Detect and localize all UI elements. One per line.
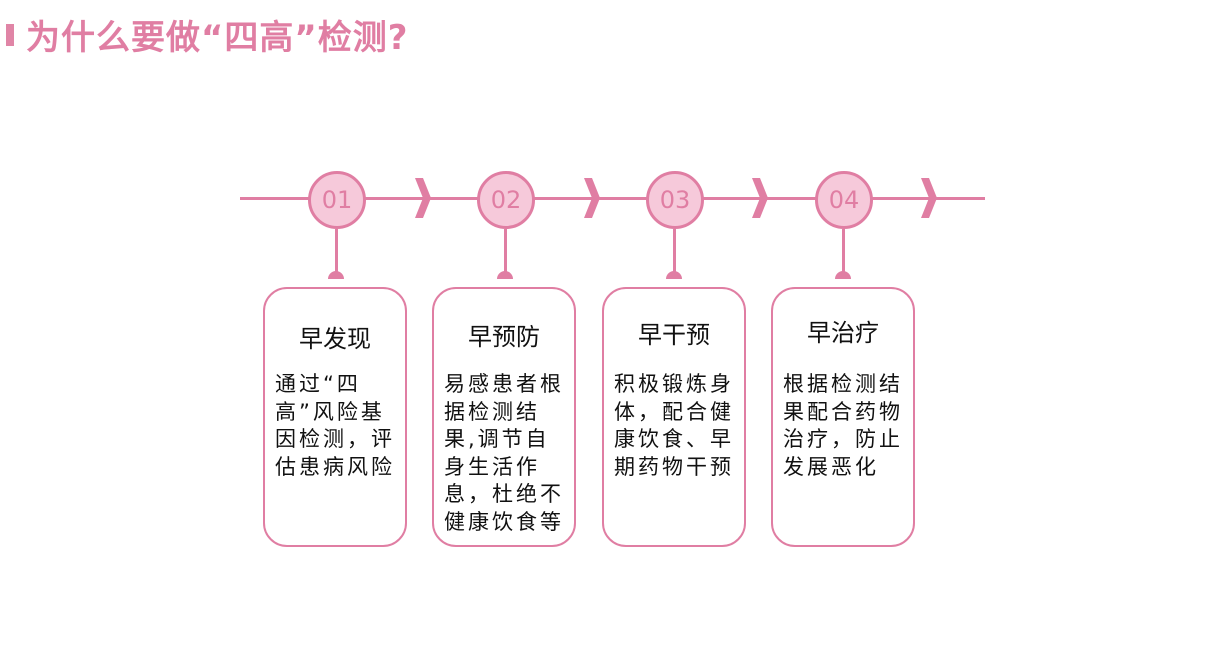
title-accent-bar [6, 24, 14, 46]
step-number-circle: 04 [815, 171, 873, 229]
step-number-circle: 03 [646, 171, 704, 229]
connector-stem [842, 229, 845, 274]
step-description: 通过“四高”风险基因检测，评估患病风险 [275, 372, 395, 479]
step-heading: 早发现 [299, 325, 371, 353]
connector-dot [835, 271, 851, 279]
step-card: 早干预 积极锻炼身体，配合健康饮食、早期药物干预 [602, 287, 746, 547]
chevron-right-icon [752, 178, 768, 218]
connector-stem [673, 229, 676, 274]
step-number: 04 [828, 186, 860, 214]
chevron-right-icon [584, 178, 600, 218]
step-description: 积极锻炼身体，配合健康饮食、早期药物干预 [614, 372, 734, 479]
chevron-right-icon [921, 178, 937, 218]
connector-dot [328, 271, 344, 279]
step-number: 03 [659, 186, 691, 214]
step-card: 早发现 通过“四高”风险基因检测，评估患病风险 [263, 287, 407, 547]
step-number-circle: 01 [308, 171, 366, 229]
step-heading: 早治疗 [807, 319, 879, 347]
page-title: 为什么要做“四高”检测? [26, 18, 409, 58]
chevron-right-icon [415, 178, 431, 218]
step-description: 易感患者根据检测结果,调节自身生活作息，杜绝不健康饮食等 [444, 372, 564, 534]
step-description: 根据检测结果配合药物治疗，防止发展恶化 [783, 372, 903, 479]
step-number: 02 [490, 186, 522, 214]
timeline-line [240, 197, 985, 200]
step-heading: 早预防 [468, 323, 540, 351]
connector-stem [335, 229, 338, 274]
step-card: 早预防 易感患者根据检测结果,调节自身生活作息，杜绝不健康饮食等 [432, 287, 576, 547]
connector-dot [497, 271, 513, 279]
step-number-circle: 02 [477, 171, 535, 229]
connector-stem [504, 229, 507, 274]
step-card: 早治疗 根据检测结果配合药物治疗，防止发展恶化 [771, 287, 915, 547]
connector-dot [666, 271, 682, 279]
step-number: 01 [321, 186, 353, 214]
step-heading: 早干预 [638, 321, 710, 349]
